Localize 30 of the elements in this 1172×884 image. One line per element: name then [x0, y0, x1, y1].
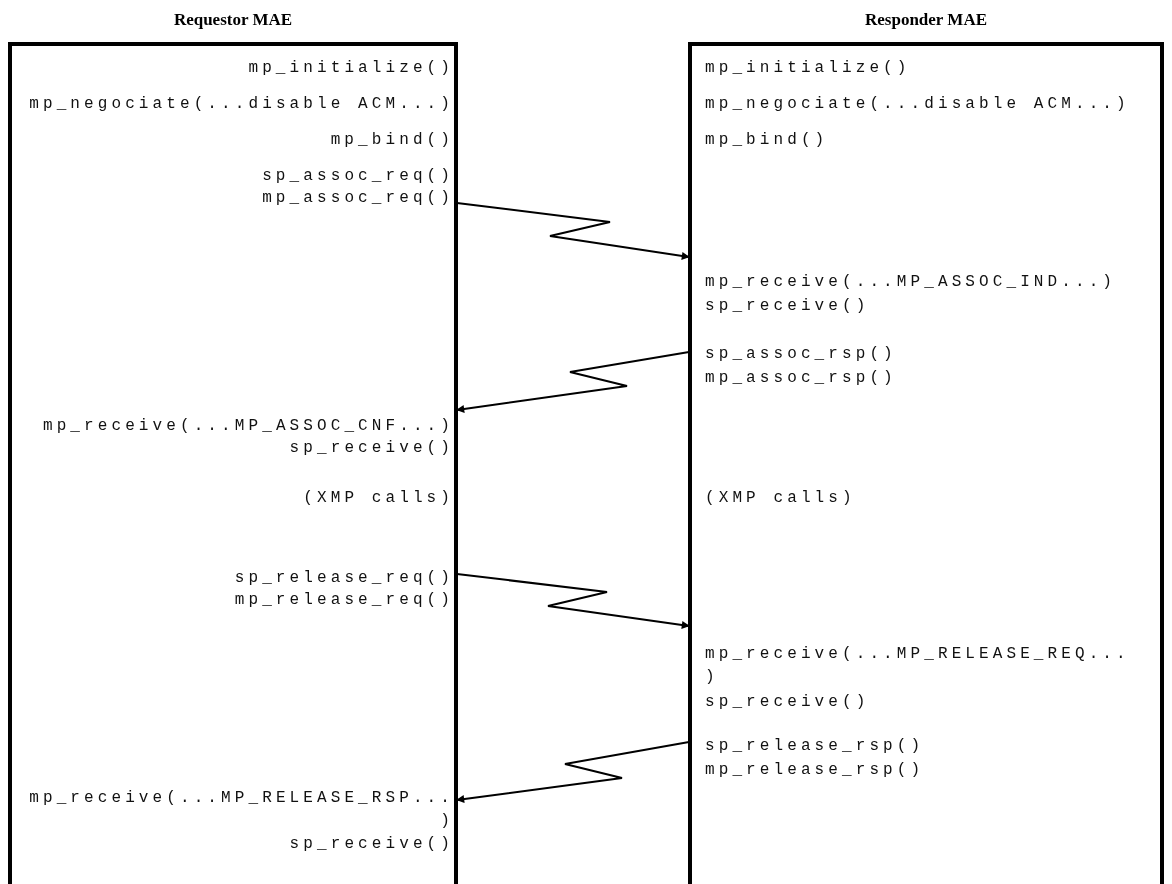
- zigzag-arrow: [456, 573, 690, 629]
- function-call-text: mp_negociate(...disable ACM...): [28, 94, 454, 115]
- lane-heading: Requestor MAE: [173, 10, 293, 30]
- function-call-text: mp_receive(...MP_RELEASE_RSP... ): [28, 788, 454, 832]
- zigzag-arrow: [456, 351, 690, 413]
- function-call-text: sp_receive(): [288, 438, 454, 459]
- zigzag-arrow: [456, 202, 690, 260]
- function-call-text: mp_assoc_req(): [261, 188, 454, 209]
- function-call-text: mp_bind(): [705, 130, 830, 151]
- function-call-text: sp_receive(): [288, 834, 454, 855]
- function-call-text: sp_release_rsp(): [705, 736, 926, 757]
- function-call-text: mp_bind(): [329, 130, 454, 151]
- zigzag-arrow: [456, 741, 690, 803]
- function-call-text: mp_negociate(...disable ACM...): [705, 94, 1131, 115]
- function-call-text: sp_assoc_rsp(): [705, 344, 898, 365]
- function-call-text: sp_release_req(): [233, 568, 454, 589]
- function-call-text: sp_assoc_req(): [261, 166, 454, 187]
- function-call-text: mp_receive(...MP_ASSOC_IND...): [705, 272, 1118, 293]
- function-call-text: mp_release_req(): [233, 590, 454, 611]
- function-call-text: mp_release_rsp(): [705, 760, 926, 781]
- function-call-text: mp_receive(...MP_RELEASE_REQ... ): [705, 644, 1131, 688]
- function-call-text: sp_receive(): [705, 296, 871, 317]
- function-call-text: mp_initialize(): [247, 58, 454, 79]
- function-call-text: sp_receive(): [705, 692, 871, 713]
- function-call-text: mp_initialize(): [705, 58, 912, 79]
- function-call-text: mp_assoc_rsp(): [705, 368, 898, 389]
- function-call-text: (XMP calls): [705, 488, 857, 509]
- function-call-text: (XMP calls): [302, 488, 454, 509]
- lane-heading: Responder MAE: [865, 10, 987, 30]
- function-call-text: mp_receive(...MP_ASSOC_CNF...): [41, 416, 454, 437]
